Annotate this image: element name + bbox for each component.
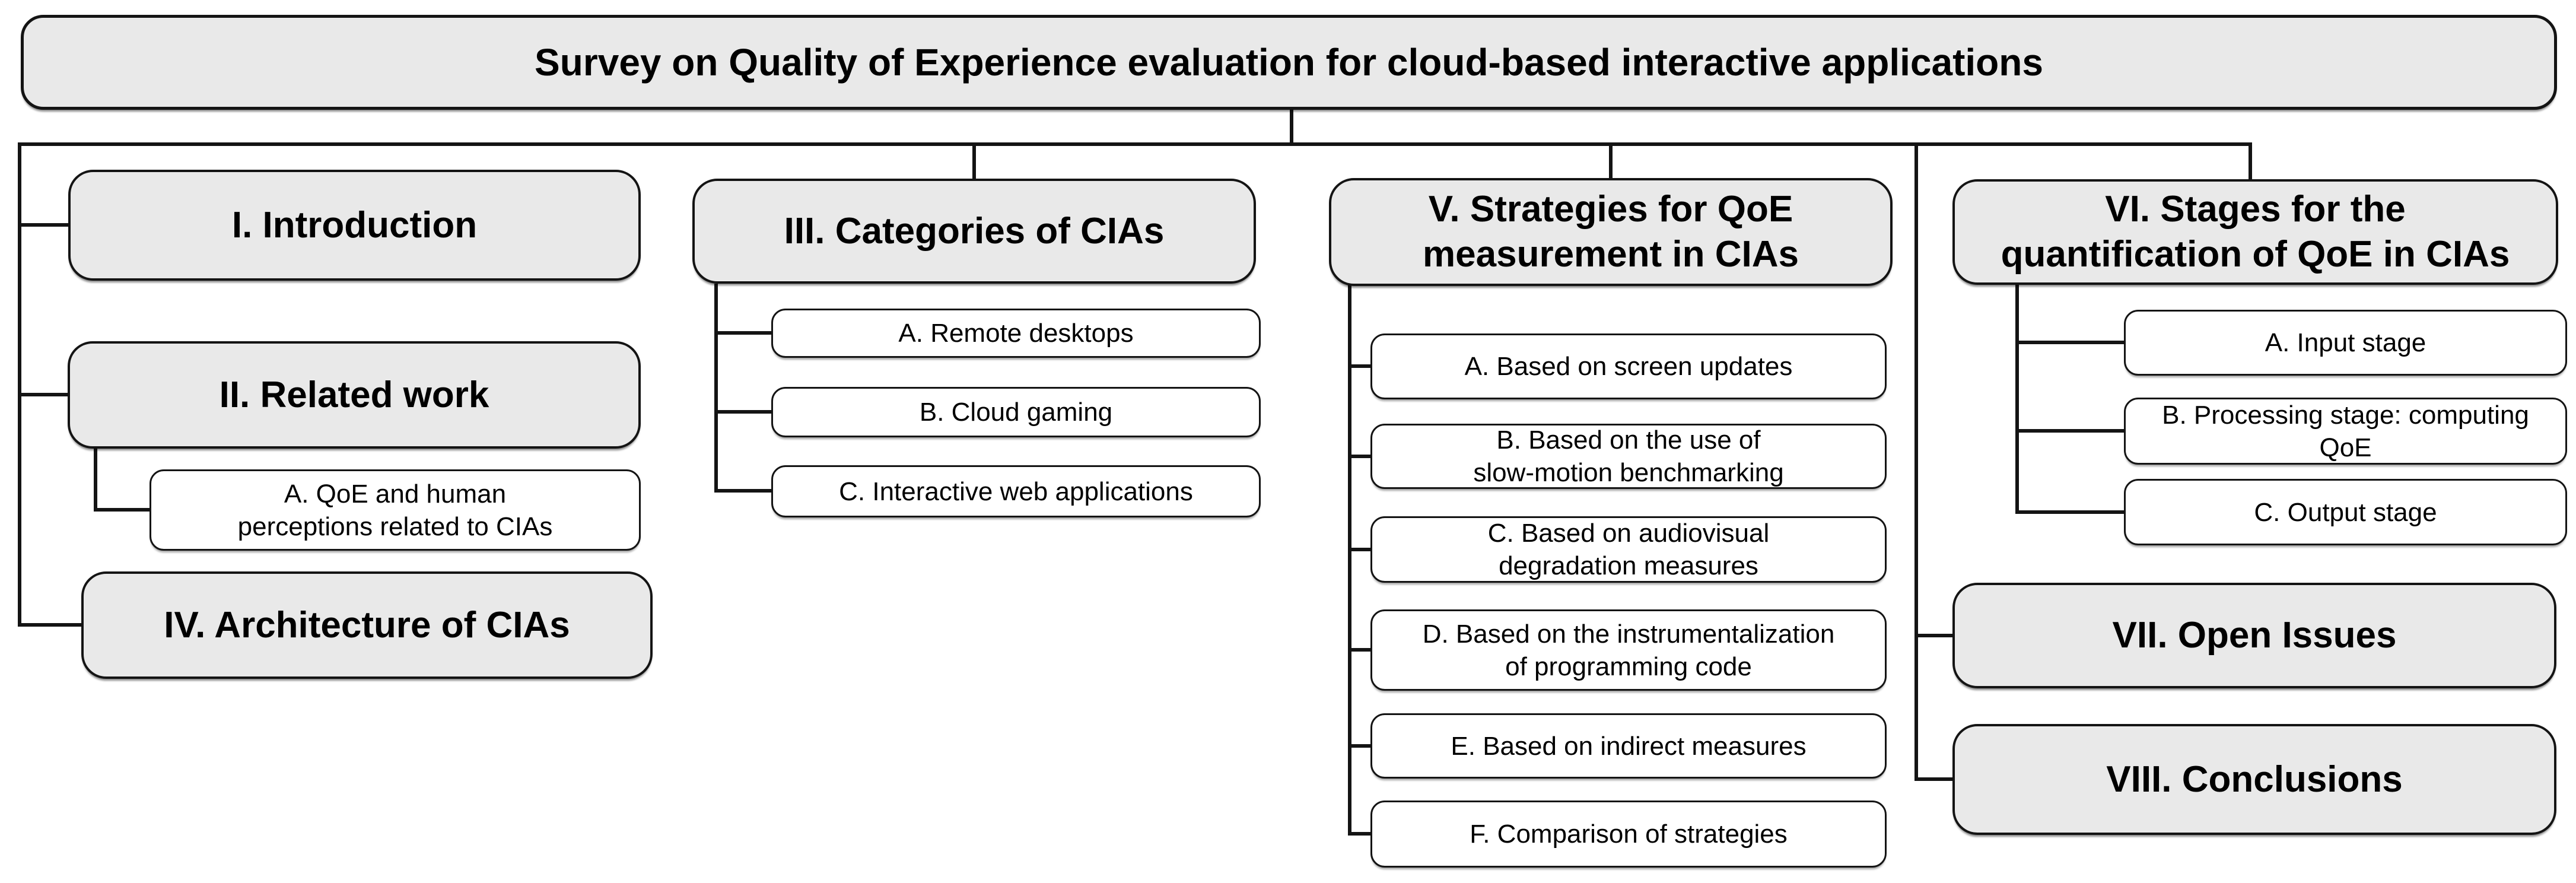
node-processing-stage: B. Processing stage: computing QoE bbox=[2124, 398, 2567, 465]
node-comparison-strategies-label: F. Comparison of strategies bbox=[1470, 820, 1788, 849]
node-related-work-label: II. Related work bbox=[219, 374, 489, 415]
node-slow-motion-benchmarking: B. Based on the use of slow-motion bench… bbox=[1370, 424, 1887, 489]
connector-stub-web-apps bbox=[714, 489, 773, 493]
connector-stub-indirect-measures bbox=[1348, 744, 1372, 748]
connector-stub-slow-motion bbox=[1348, 455, 1372, 458]
node-audiovisual-degradation: C. Based on audiovisual degradation meas… bbox=[1370, 516, 1887, 583]
node-open-issues: VII. Open Issues bbox=[1952, 583, 2556, 688]
node-strategies-label: V. Strategies for QoE measurement in CIA… bbox=[1423, 189, 1799, 275]
node-conclusions-label: VIII. Conclusions bbox=[2106, 758, 2403, 800]
node-architecture: IV. Architecture of CIAs bbox=[81, 571, 653, 679]
node-input-stage-label: A. Input stage bbox=[2265, 328, 2426, 357]
node-open-issues-label: VII. Open Issues bbox=[2112, 615, 2397, 656]
connector-strategies-drop bbox=[1609, 142, 1613, 179]
connector-categories-drop bbox=[972, 142, 976, 180]
connector-stub-architecture bbox=[18, 623, 83, 627]
node-cloud-gaming-label: B. Cloud gaming bbox=[919, 398, 1113, 427]
node-remote-desktops: A. Remote desktops bbox=[771, 309, 1261, 358]
node-related-work-sub: A. QoE and human perceptions related to … bbox=[150, 469, 641, 551]
connector-stub-cloud-gaming bbox=[714, 410, 773, 414]
connector-stub-audiovisual bbox=[1348, 548, 1372, 551]
node-introduction-label: I. Introduction bbox=[231, 204, 478, 246]
node-output-stage-label: C. Output stage bbox=[2254, 497, 2437, 527]
node-related-work-sub-label: A. QoE and human perceptions related to … bbox=[237, 479, 553, 541]
connector-stub-processing-stage bbox=[2015, 429, 2126, 433]
connector-stub-remote-desktops bbox=[714, 331, 773, 335]
node-instrumentalization-label: D. Based on the instrumentalization of p… bbox=[1422, 619, 1835, 681]
connector-stub-comparison bbox=[1348, 832, 1372, 836]
connector-stub-conclusions bbox=[1914, 777, 1954, 781]
connector-title-drop bbox=[1290, 109, 1293, 145]
connector-strategies-rail bbox=[1348, 285, 1351, 836]
connector-main-rail bbox=[18, 142, 2252, 146]
connector-stub-related-sub bbox=[94, 508, 151, 512]
node-interactive-web-apps: C. Interactive web applications bbox=[771, 465, 1261, 517]
connector-related-subrail bbox=[94, 449, 97, 512]
connector-categories-rail bbox=[714, 284, 718, 493]
node-input-stage: A. Input stage bbox=[2124, 310, 2567, 376]
connector-stub-related-work bbox=[18, 393, 70, 396]
node-screen-updates: A. Based on screen updates bbox=[1370, 333, 1887, 399]
diagram-title-label: Survey on Quality of Experience evaluati… bbox=[535, 41, 2043, 84]
connector-stub-output-stage bbox=[2015, 510, 2126, 514]
connector-stub-instrumentalization bbox=[1348, 648, 1372, 652]
node-interactive-web-apps-label: C. Interactive web applications bbox=[839, 477, 1193, 506]
connector-right-rail bbox=[1914, 142, 1918, 780]
node-remote-desktops-label: A. Remote desktops bbox=[898, 319, 1134, 348]
node-categories-label: III. Categories of CIAs bbox=[784, 210, 1165, 252]
node-related-work: II. Related work bbox=[68, 341, 641, 449]
node-slow-motion-benchmarking-label: B. Based on the use of slow-motion bench… bbox=[1473, 425, 1784, 487]
connector-left-rail bbox=[18, 142, 21, 627]
node-strategies: V. Strategies for QoE measurement in CIA… bbox=[1329, 178, 1893, 286]
node-screen-updates-label: A. Based on screen updates bbox=[1464, 352, 1793, 381]
connector-stages-drop bbox=[2249, 142, 2252, 180]
diagram-title: Survey on Quality of Experience evaluati… bbox=[21, 15, 2557, 110]
node-audiovisual-degradation-label: C. Based on audiovisual degradation meas… bbox=[1487, 519, 1770, 580]
node-instrumentalization: D. Based on the instrumentalization of p… bbox=[1370, 609, 1887, 691]
connector-stub-input-stage bbox=[2015, 341, 2126, 344]
node-stages: VI. Stages for the quantification of QoE… bbox=[1952, 179, 2558, 285]
node-cloud-gaming: B. Cloud gaming bbox=[771, 387, 1261, 437]
connector-stub-open-issues bbox=[1914, 634, 1954, 637]
node-indirect-measures: E. Based on indirect measures bbox=[1370, 713, 1887, 779]
node-indirect-measures-label: E. Based on indirect measures bbox=[1451, 731, 1807, 761]
node-processing-stage-label: B. Processing stage: computing QoE bbox=[2162, 400, 2529, 462]
node-comparison-strategies: F. Comparison of strategies bbox=[1370, 801, 1887, 868]
node-stages-label: VI. Stages for the quantification of QoE… bbox=[2001, 189, 2510, 275]
connector-stub-screen-updates bbox=[1348, 364, 1372, 368]
node-introduction: I. Introduction bbox=[68, 170, 641, 281]
node-conclusions: VIII. Conclusions bbox=[1952, 724, 2556, 835]
node-categories: III. Categories of CIAs bbox=[692, 179, 1256, 284]
node-output-stage: C. Output stage bbox=[2124, 479, 2567, 545]
connector-stub-introduction bbox=[18, 223, 70, 227]
connector-stages-rail bbox=[2015, 285, 2019, 514]
node-architecture-label: IV. Architecture of CIAs bbox=[164, 604, 570, 646]
